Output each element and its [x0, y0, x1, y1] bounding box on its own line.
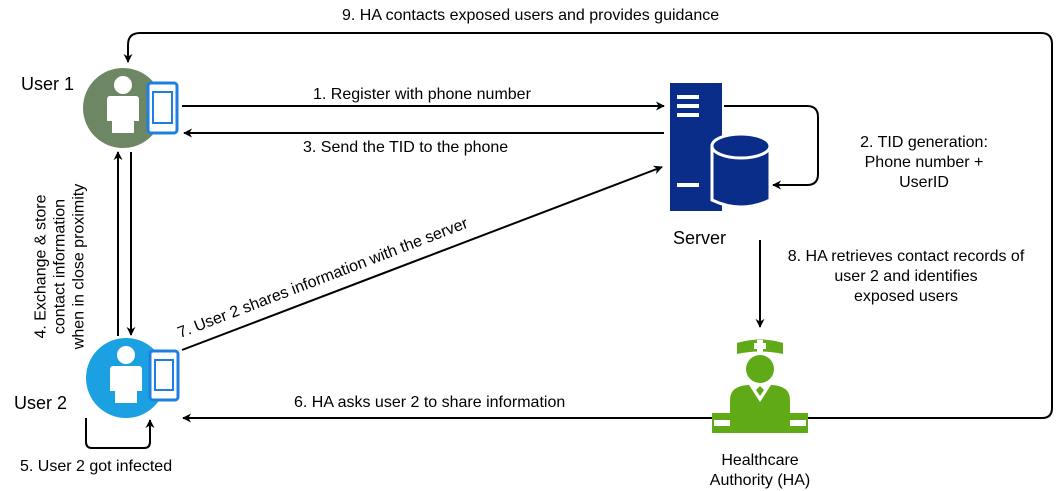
step8-label: 8. HA retrieves contact records of user …: [772, 247, 1040, 307]
step8-label-line1: 8. HA retrieves contact records of: [787, 248, 1025, 265]
step2-label-line2: Phone number +: [864, 154, 984, 171]
step4-label: 4. Exchange & store contact information …: [32, 157, 89, 377]
server-node: [670, 83, 772, 211]
user-icon: [107, 76, 139, 133]
step4-label-line1: 4. Exchange & store: [32, 194, 50, 339]
step1-label: 1. Register with phone number: [313, 86, 531, 103]
database-icon: [710, 132, 772, 209]
step8-label-line2: user 2 and identifies: [834, 268, 978, 285]
phone-icon: [148, 349, 180, 402]
ha-node: [712, 339, 808, 433]
user2-label: User 2: [14, 393, 68, 413]
ha-label: Healthcare Authority (HA): [680, 451, 840, 491]
arrow-step7: [181, 165, 663, 351]
arrow-step9: [123, 32, 1053, 419]
arrow-step5: [85, 418, 155, 449]
step4-label-line2: contact information: [51, 198, 69, 335]
user2-node: [86, 338, 180, 418]
step5-label: 5. User 2 got infected: [20, 458, 173, 475]
step2-label-line3: UserID: [899, 174, 949, 191]
step4-label-line3: when in close proximity: [70, 183, 88, 350]
user1-label: User 1: [21, 74, 75, 94]
step2-label: 2. TID generation: Phone number + UserID: [826, 133, 1022, 193]
arrow-step2: [724, 105, 819, 190]
phone-icon: [146, 81, 179, 135]
user1-node: [83, 68, 179, 148]
nurse-icon: [712, 339, 808, 433]
step2-label-line1: 2. TID generation:: [860, 134, 988, 151]
step3-label: 3. Send the TID to the phone: [303, 139, 509, 156]
step6-label: 6. HA asks user 2 to share information: [294, 394, 566, 411]
ha-label-line1: Healthcare: [721, 452, 799, 469]
step8-label-line3: exposed users: [853, 288, 959, 305]
ha-label-line2: Authority (HA): [709, 472, 811, 489]
step9-label: 9. HA contacts exposed users and provide…: [342, 7, 720, 24]
server-label: Server: [673, 228, 727, 248]
user-icon: [110, 346, 142, 403]
